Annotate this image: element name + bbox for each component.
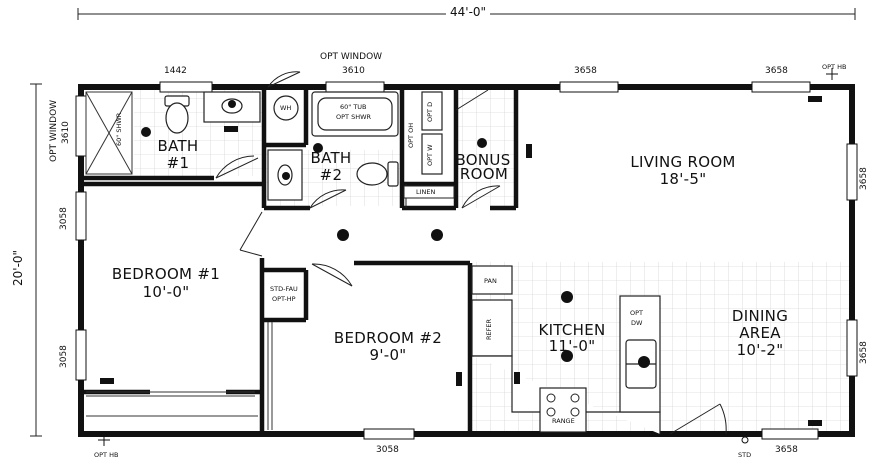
furnace-label-2: OPT-HP xyxy=(272,295,296,303)
range-burners xyxy=(546,393,580,417)
bath1-name: BATH xyxy=(157,137,199,155)
bonus-name-2: ROOM xyxy=(459,165,509,183)
window-bottom-dining: 3658 xyxy=(775,445,798,455)
bedroom1-size: 10'-0" xyxy=(142,283,190,301)
opt-dw-label-1: OPT xyxy=(630,309,644,317)
pantry-label: PAN xyxy=(484,277,497,285)
toilet-bath2 xyxy=(356,161,399,187)
bath2-number: #2 xyxy=(319,166,343,184)
bonus-name: BONUS xyxy=(455,151,511,169)
ceiling-lights xyxy=(141,100,650,368)
shower-label: 60" SHWR xyxy=(115,112,123,146)
kitchen-name: KITCHEN xyxy=(538,321,606,339)
dining-name: DINING xyxy=(731,307,789,325)
linen-shelf xyxy=(403,185,455,199)
closet-sliding-doors xyxy=(86,322,273,430)
kitchen-size: 11'-0" xyxy=(548,337,596,355)
window-living-top-right: 3658 xyxy=(765,66,788,76)
hose-bib-markers xyxy=(98,68,838,446)
window-bottom-bedroom2: 3058 xyxy=(376,445,399,455)
bonus-floor-tile xyxy=(456,88,516,208)
window-bath1-label: 1442 xyxy=(164,66,187,76)
windows xyxy=(75,81,858,440)
refer-label: REFER xyxy=(485,319,493,340)
hose-bib-bottom-left: OPT HB xyxy=(94,451,119,459)
opt-window-top-size: 3610 xyxy=(342,66,365,76)
toilet-bath1 xyxy=(164,95,190,134)
shower-stall xyxy=(85,91,133,175)
bath1-number: #1 xyxy=(166,154,190,172)
dining-size: 10'-2" xyxy=(736,341,784,359)
washer-dryer xyxy=(421,91,443,175)
bedroom2-size: 9'-0" xyxy=(369,346,407,364)
overall-width-label: 44'-0" xyxy=(446,6,491,18)
opt-window-left-size: 3610 xyxy=(61,121,71,144)
window-right-upper: 3658 xyxy=(859,167,869,190)
window-right-lower: 3658 xyxy=(859,341,869,364)
hose-bib-bottom-std: STD xyxy=(738,451,752,459)
window-left-lower: 3058 xyxy=(59,345,69,368)
opt-d-label: OPT D xyxy=(426,101,434,122)
bedroom1-name: BEDROOM #1 xyxy=(111,265,221,283)
interior-walls xyxy=(81,87,519,434)
range-label: RANGE xyxy=(552,417,575,425)
exterior-walls xyxy=(78,84,855,437)
tub-label-2: OPT SHWR xyxy=(336,113,372,121)
opt-window-left-label: OPT WINDOW xyxy=(49,99,59,162)
water-heater xyxy=(273,95,299,121)
furnace-label-1: STD-FAU xyxy=(270,285,298,293)
living-room-name: LIVING ROOM xyxy=(630,153,736,171)
bathtub xyxy=(311,91,399,137)
doors xyxy=(215,71,727,435)
living-room-size: 18'-5" xyxy=(659,170,707,188)
opt-oh-label: OPT OH xyxy=(407,122,415,148)
opt-dw-label-2: DW xyxy=(631,319,643,327)
bedroom2-name: BEDROOM #2 xyxy=(333,329,443,347)
window-left-upper: 3058 xyxy=(59,207,69,230)
tub-label-1: 60" TUB xyxy=(340,103,367,111)
bath2-name: BATH xyxy=(310,149,352,167)
overall-depth-dimension-line xyxy=(30,83,42,437)
opt-w-label: OPT W xyxy=(426,144,434,167)
heat-registers xyxy=(100,96,822,426)
opt-window-top-label: OPT WINDOW xyxy=(320,52,383,62)
water-heater-label: WH xyxy=(280,104,292,112)
overall-depth-label: 20'-0" xyxy=(11,245,25,290)
hose-bib-top-right: OPT HB xyxy=(822,63,847,71)
linen-label: LINEN xyxy=(416,188,436,196)
window-living-top-left: 3658 xyxy=(574,66,597,76)
dining-name-2: AREA xyxy=(739,324,781,342)
